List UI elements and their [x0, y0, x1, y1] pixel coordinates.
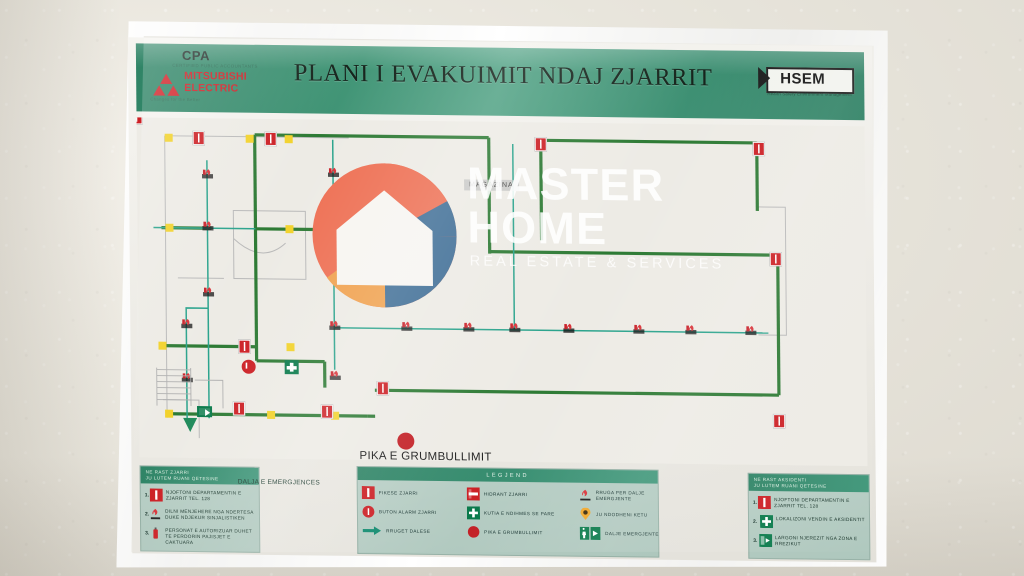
exit-label: DALJA E EMERGJENCES	[237, 478, 320, 487]
legend-item: KUTIA E NDIHMES SE PARE	[466, 506, 579, 520]
wall-shadow-left	[0, 0, 120, 576]
you-are-here-icon	[580, 507, 591, 521]
step-text: LARGONI NJEREZIT NGA ZONA E RREZIKUT	[774, 534, 858, 547]
accident-panel-header: NE RAST AKSIDENTI JU LUTEM RUANI QETESIN…	[748, 473, 869, 493]
instruction-step: 3. LARGONI NJEREZIT NGA ZONA E RREZIKUT	[753, 533, 865, 548]
legend-title: LEGJEND	[486, 472, 529, 479]
step-text: DILNI MENJEHERE NGA NDERTESA DUKE NDJEKU…	[165, 508, 254, 521]
mitsubishi-electric-logo: MITSUBISHI ELECTRIC Changes for the Bett…	[150, 70, 268, 105]
alarm-and-firstaid-markers	[241, 359, 299, 375]
emergency-exit-icon	[579, 526, 601, 540]
accident-panel-header-line2: JU LUTEM RUANI QETESINE	[753, 482, 827, 489]
cpa-logo-subtitle: CERTIFIED PUBLIC ACCOUNTANTS	[172, 62, 258, 69]
exit-route-arrow-icon	[362, 526, 382, 535]
step-text: PERSONAT E AUTORIZUAR DUHET TE PERDORIN …	[165, 527, 252, 546]
legend-item: RRUGET DALESE	[362, 524, 467, 538]
legend-panel: LEGJEND FIKESE ZJARRI	[356, 465, 660, 558]
accident-panel-steps: 1. NJOFTONI DEPARTAMENTIN E ZJARRIT TEL.…	[749, 491, 870, 558]
mitsubishi-three-diamonds-icon	[153, 73, 180, 96]
instruction-step: 1. NJOFTONI DEPARTAMENTIN E ZJARRIT TEL.…	[753, 496, 865, 511]
instruction-step: 1. NJOFTONI DEPARTAMENTIN E ZJARRIT TEL.…	[145, 488, 255, 504]
legend-label: JU NDODHENI KETU	[595, 511, 648, 518]
fire-panel-steps: 1. NJOFTONI DEPARTAMENTIN E ZJARRIT TEL.…	[141, 484, 260, 557]
step-text: NJOFTONI DEPARTAMENTIN E ZJARRIT TEL. 12…	[774, 497, 850, 510]
legend-item: HIDRANT ZJARRI	[466, 487, 579, 501]
mitsubishi-line2: ELECTRIC	[184, 81, 239, 95]
instruction-step: 3. PERSONAT E AUTORIZUAR DUHET TE PERDOR…	[145, 526, 255, 547]
fire-instructions-panel: NE RAST ZJARRI JU LUTEM RUANI QETESINE 1…	[139, 465, 261, 553]
assembly-point-icon	[467, 526, 480, 538]
legend-label: PIKA E GRUMBULLIMIT	[484, 529, 543, 535]
legend-item: DALJE EMERGJENTE	[579, 526, 662, 541]
picture-frame: CPA CERTIFIED PUBLIC ACCOUNTANTS MITSUBI…	[106, 1, 901, 576]
first-aid-cross-icon	[759, 515, 774, 529]
assembly-point-dot-icon	[397, 432, 415, 450]
exit-direction-arrow-icon	[183, 417, 198, 432]
page-title: PLANI I EVAKUIMIT NDAJ ZJARRIT	[293, 59, 713, 92]
staircase	[156, 367, 224, 409]
evacuation-route-icon	[580, 489, 591, 501]
poster-header-band: CPA CERTIFIED PUBLIC ACCOUNTANTS MITSUBI…	[135, 43, 865, 121]
fire-extinguisher-icon	[153, 527, 159, 539]
hsem-logo: HSEM Health Safety Environment Managemen…	[758, 66, 855, 108]
legend-label: RRUGA PER DALJE EMERGJENTE	[595, 489, 645, 501]
evacuate-running-person-icon	[151, 509, 161, 520]
floor-plan-svg	[136, 117, 868, 467]
legend-label: FIKESE ZJARRI	[378, 489, 418, 496]
accident-instructions-panel: NE RAST AKSIDENTI JU LUTEM RUANI QETESIN…	[747, 472, 871, 561]
fire-extinguisher-icon	[361, 486, 375, 500]
legend-item: JU NDODHENI KETU	[579, 507, 662, 522]
emergency-exit-sign-plan	[197, 406, 213, 418]
legend-item: BUTON ALARM ZJARRI	[362, 505, 467, 519]
mitsubishi-wordmark: MITSUBISHI ELECTRIC	[184, 70, 247, 95]
legend-label: BUTON ALARM ZJARRI	[378, 508, 437, 515]
instruction-step: 2. DILNI MENJEHERE NGA NDERTESA DUKE NDJ…	[145, 507, 255, 522]
legend-item: FIKESE ZJARRI	[361, 486, 467, 500]
fire-hydrant-icon	[466, 487, 480, 501]
legend-label: HIDRANT ZJARRI	[483, 491, 528, 497]
hsem-arrow-icon	[758, 66, 771, 90]
fire-alarm-button-icon	[362, 505, 375, 518]
emergency-exit-icon	[758, 533, 773, 547]
legend-item: PIKA E GRUMBULLIMIT	[467, 525, 579, 539]
legend-label: KUTIA E NDIHMES SE PARE	[483, 510, 555, 517]
first-aid-kit-icon	[466, 506, 481, 520]
cpa-logo: CPA	[181, 47, 211, 64]
legend-item: RRUGA PER DALJE EMERGJENTE	[579, 489, 662, 503]
instruction-step: 2. LOKALIZONI VENDIN E AKSIDENTIT	[753, 515, 865, 529]
mitsubishi-tagline: Changes for the Better	[150, 96, 201, 103]
step-text: NJOFTONI DEPARTAMENTIN E ZJARRIT TEL. 12…	[165, 489, 242, 502]
legend-items: FIKESE ZJARRI HIDRANT ZJARRI	[358, 480, 659, 541]
hsem-tagline: Health Safety Environment Management	[767, 91, 852, 98]
step-text: LOKALIZONI VENDIN E AKSIDENTIT	[776, 516, 865, 523]
emergency-phone-icon	[758, 496, 772, 510]
legend-label: DALJE EMERGJENTE	[605, 530, 659, 537]
floor-plan-drawing: DALJA E EMERGJENCES	[136, 117, 868, 487]
legend-label: RRUGET DALESE	[386, 528, 431, 534]
fire-alarm-call-point-icon	[149, 488, 163, 502]
evacuation-plan-poster: CPA CERTIFIED PUBLIC ACCOUNTANTS MITSUBI…	[127, 37, 877, 563]
assembly-point-label: PIKA E GRUMBULLIMIT	[359, 450, 492, 464]
hsem-wordmark: HSEM	[780, 69, 826, 88]
step-number: 2.	[753, 518, 758, 525]
